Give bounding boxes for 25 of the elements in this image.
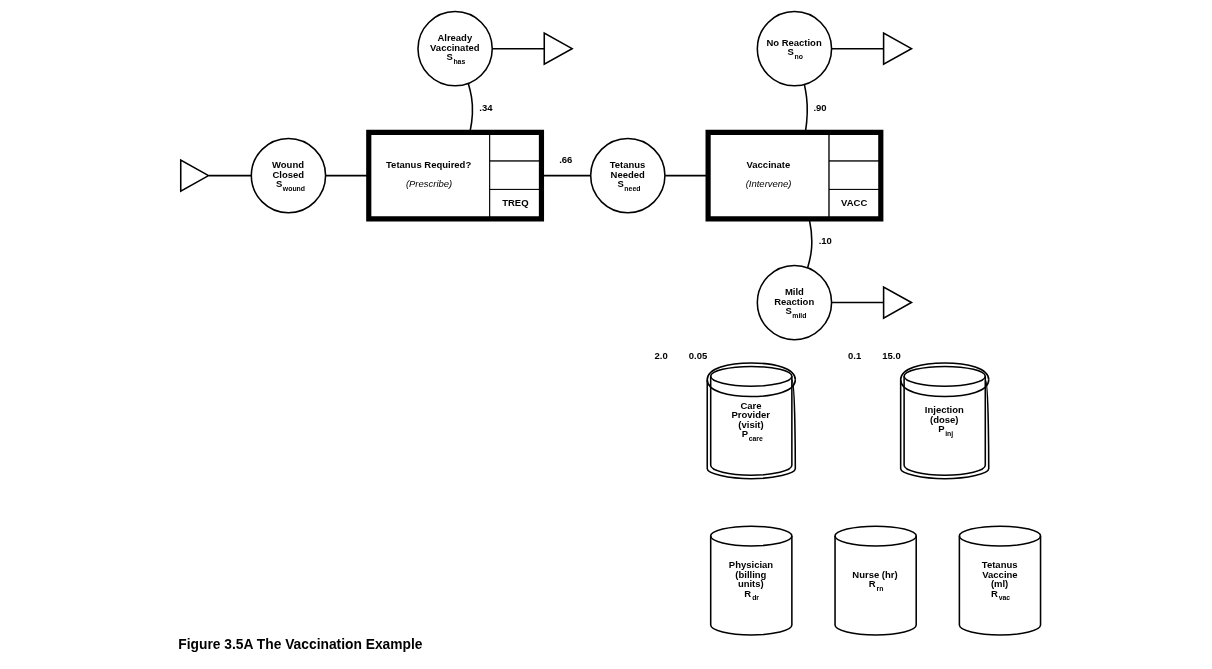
node-label: 0.1 15.0 [847, 350, 901, 362]
edge-label: .90 [813, 101, 827, 113]
node-triangle [882, 31, 914, 66]
edge-label: .10 [818, 234, 832, 246]
node-circle: Tetanus Needed S$_{need}$ [589, 137, 666, 214]
connector [208, 174, 252, 177]
node-triangle [543, 31, 574, 66]
node-label: 2.0 0.05 [654, 350, 708, 362]
connector [831, 301, 885, 304]
connector [806, 218, 813, 269]
edge-label: .34 [479, 101, 493, 113]
connector [664, 174, 709, 177]
connector [831, 47, 885, 50]
caption: Figure 3.5A The Vaccination Example [178, 635, 423, 652]
node-circle: Already Vaccinated S$_{has}$ [417, 10, 493, 87]
connector [803, 83, 809, 133]
connector [467, 82, 474, 133]
connector [491, 47, 545, 50]
node-circle: No Reaction S$_{no}$ [756, 10, 833, 87]
node-triangle [882, 285, 914, 320]
connector [325, 174, 370, 177]
node-circle: Wound Closed S$_{wound}$ [250, 137, 327, 214]
edge-label: .66 [559, 153, 573, 165]
node-circle: Mild Reaction S$_{mild}$ [756, 264, 833, 341]
node-triangle [179, 158, 211, 193]
